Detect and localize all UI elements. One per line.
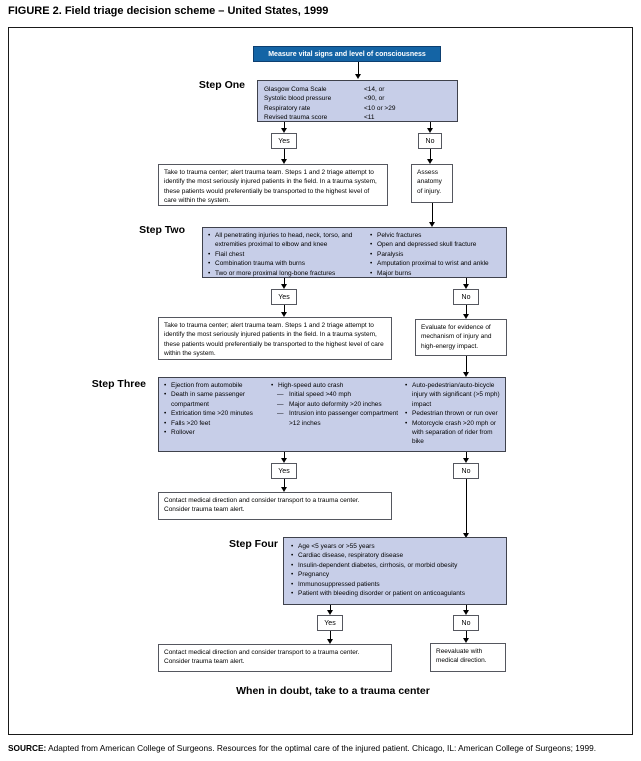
step4-label: Step Four bbox=[229, 538, 278, 550]
bullet-item: Falls >20 feet bbox=[164, 419, 267, 429]
arrow-step1-to-no1 bbox=[427, 122, 434, 133]
criterion-name: Respiratory rate bbox=[264, 104, 311, 112]
arrow-yes3-to-contact bbox=[281, 479, 288, 492]
assess-anatomy-box: Assess anatomy of injury. bbox=[411, 164, 453, 203]
criterion-value: <10 or >29 bbox=[364, 104, 396, 112]
step2-no-box: No bbox=[453, 289, 479, 305]
arrow-step3-to-yes3 bbox=[281, 452, 288, 463]
bullet-item: Paralysis bbox=[370, 250, 503, 260]
evaluate-mechanism-box: Evaluate for evidence of mechanism of in… bbox=[415, 319, 507, 356]
start-node: Measure vital signs and level of conscio… bbox=[253, 46, 441, 62]
step4-criteria-box: Age <5 years or >55 years Cardiac diseas… bbox=[283, 537, 507, 605]
step4-yes-box: Yes bbox=[317, 615, 343, 631]
arrow-assess-to-step2 bbox=[429, 203, 436, 227]
bullet-item: Motorcycle crash >20 mph or with separat… bbox=[405, 419, 506, 447]
step3-criteria-box: Ejection from automobile Death in same p… bbox=[158, 377, 506, 452]
step2-column-1: All penetrating injuries to head, neck, … bbox=[208, 231, 366, 278]
step4-no-box: No bbox=[453, 615, 479, 631]
bullet-item: Open and depressed skull fracture bbox=[370, 240, 503, 250]
step3-column-3: Auto-pedestrian/auto-bicycle injury with… bbox=[405, 381, 506, 448]
criterion-value: <90, or bbox=[364, 95, 385, 103]
criterion-value: <11 bbox=[364, 114, 375, 122]
arrow-yes4-to-contact bbox=[327, 631, 334, 644]
bottom-note: When in doubt, take to a trauma center bbox=[236, 685, 430, 697]
bullet-item: Auto-pedestrian/auto-bicycle injury with… bbox=[405, 381, 506, 409]
step1-yes-box: Yes bbox=[271, 133, 297, 149]
bullet-item: Rollover bbox=[164, 428, 267, 438]
bullet-item: Age <5 years or >55 years bbox=[291, 542, 499, 552]
bullet-item: Ejection from automobile bbox=[164, 381, 267, 391]
figure-title: FIGURE 2. Field triage decision scheme –… bbox=[8, 5, 329, 17]
criterion-name: Systolic blood pressure bbox=[264, 95, 332, 103]
reevaluate-box: Reevaluate with medical direction. bbox=[430, 643, 506, 672]
step1-label: Step One bbox=[198, 79, 245, 91]
yes-label: Yes bbox=[278, 293, 290, 301]
arrow-step4-to-yes4 bbox=[327, 605, 334, 615]
step3-yes-outcome-box: Contact medical direction and consider t… bbox=[158, 492, 392, 520]
bullet-item: All penetrating injuries to head, neck, … bbox=[208, 231, 366, 250]
bullet-item: High-speed auto crash bbox=[271, 381, 401, 391]
step1-yes-outcome-box: Take to trauma center; alert trauma team… bbox=[158, 164, 388, 206]
bullet-item: Immunosuppressed patients bbox=[291, 580, 499, 590]
bullet-item: Combination trauma with burns bbox=[208, 259, 366, 269]
bullet-item: Major burns bbox=[370, 269, 503, 279]
step3-column-1: Ejection from automobile Death in same p… bbox=[164, 381, 267, 448]
yes-label: Yes bbox=[278, 467, 290, 475]
figure-border bbox=[8, 27, 633, 735]
criterion-name: Glasgow Coma Scale bbox=[264, 86, 327, 93]
criterion-name: Revised trauma score bbox=[264, 114, 328, 122]
source-text: Adapted from American College of Surgeon… bbox=[46, 743, 597, 753]
arrow-yes1-to-outcome bbox=[281, 149, 288, 164]
step2-label: Step Two bbox=[139, 224, 185, 236]
bullet-item: Pedestrian thrown or run over bbox=[405, 409, 506, 419]
arrow-step1-to-yes1 bbox=[281, 122, 288, 133]
source-label: SOURCE: bbox=[8, 743, 47, 753]
step3-column-2: High-speed auto crash Initial speed >40 … bbox=[271, 381, 401, 448]
bullet-item: Death in same passenger compartment bbox=[164, 390, 267, 409]
arrow-no3-to-step4 bbox=[463, 479, 470, 538]
step4-yes-outcome-box: Contact medical direction and consider t… bbox=[158, 644, 392, 672]
criterion-value: <14, or bbox=[364, 86, 385, 93]
arrow-step3-to-no3 bbox=[463, 452, 470, 463]
arrow-no4-to-reevaluate bbox=[463, 631, 470, 643]
bullet-item: Pelvic fractures bbox=[370, 231, 503, 241]
step3-no-box: No bbox=[453, 463, 479, 479]
bullet-item: Extrication time >20 minutes bbox=[164, 409, 267, 419]
step2-yes-box: Yes bbox=[271, 289, 297, 305]
sub-item: Intrusion into passenger compartment >12… bbox=[271, 409, 401, 428]
step1-no-box: No bbox=[418, 133, 442, 149]
source-line: SOURCE: Adapted from American College of… bbox=[8, 743, 596, 753]
bullet-item: Two or more proximal long-bone fractures bbox=[208, 269, 366, 279]
yes-label: Yes bbox=[324, 619, 336, 627]
step3-yes-box: Yes bbox=[271, 463, 297, 479]
no-label: No bbox=[461, 619, 471, 627]
arrow-step2-to-no2 bbox=[463, 278, 470, 289]
bullet-item: Amputation proximal to wrist and ankle bbox=[370, 259, 503, 269]
sub-item: Initial speed >40 mph bbox=[271, 390, 401, 400]
no-label: No bbox=[461, 293, 471, 301]
bullet-item: Flail chest bbox=[208, 250, 366, 260]
step2-criteria-box: All penetrating injuries to head, neck, … bbox=[202, 227, 507, 278]
yes-label: Yes bbox=[278, 137, 290, 145]
step2-column-2: Pelvic fractures Open and depressed skul… bbox=[370, 231, 503, 278]
no-label: No bbox=[461, 467, 471, 475]
step3-label: Step Three bbox=[91, 378, 146, 390]
start-node-label: Measure vital signs and level of conscio… bbox=[268, 50, 426, 58]
arrow-step2-to-yes2 bbox=[281, 278, 288, 289]
arrow-step4-to-no4 bbox=[463, 605, 470, 615]
bullet-item: Cardiac disease, respiratory disease bbox=[291, 551, 499, 561]
bullet-item: Pregnancy bbox=[291, 570, 499, 580]
bullet-item: Insulin-dependent diabetes, cirrhosis, o… bbox=[291, 561, 499, 571]
arrow-start-to-step1 bbox=[355, 62, 362, 79]
no-label: No bbox=[425, 137, 435, 145]
arrow-no1-to-assess bbox=[427, 149, 434, 164]
step2-yes-outcome-box: Take to trauma center; alert trauma team… bbox=[158, 317, 392, 360]
arrow-yes2-to-outcome bbox=[281, 305, 288, 317]
sub-item: Major auto deformity >20 inches bbox=[271, 400, 401, 410]
bullet-item: Patient with bleeding disorder or patien… bbox=[291, 589, 499, 599]
arrow-evaluate-to-step3 bbox=[463, 356, 470, 377]
step1-criteria-box: Glasgow Coma Scale <14, or Systolic blood… bbox=[257, 80, 458, 122]
arrow-no2-to-evaluate bbox=[463, 305, 470, 319]
